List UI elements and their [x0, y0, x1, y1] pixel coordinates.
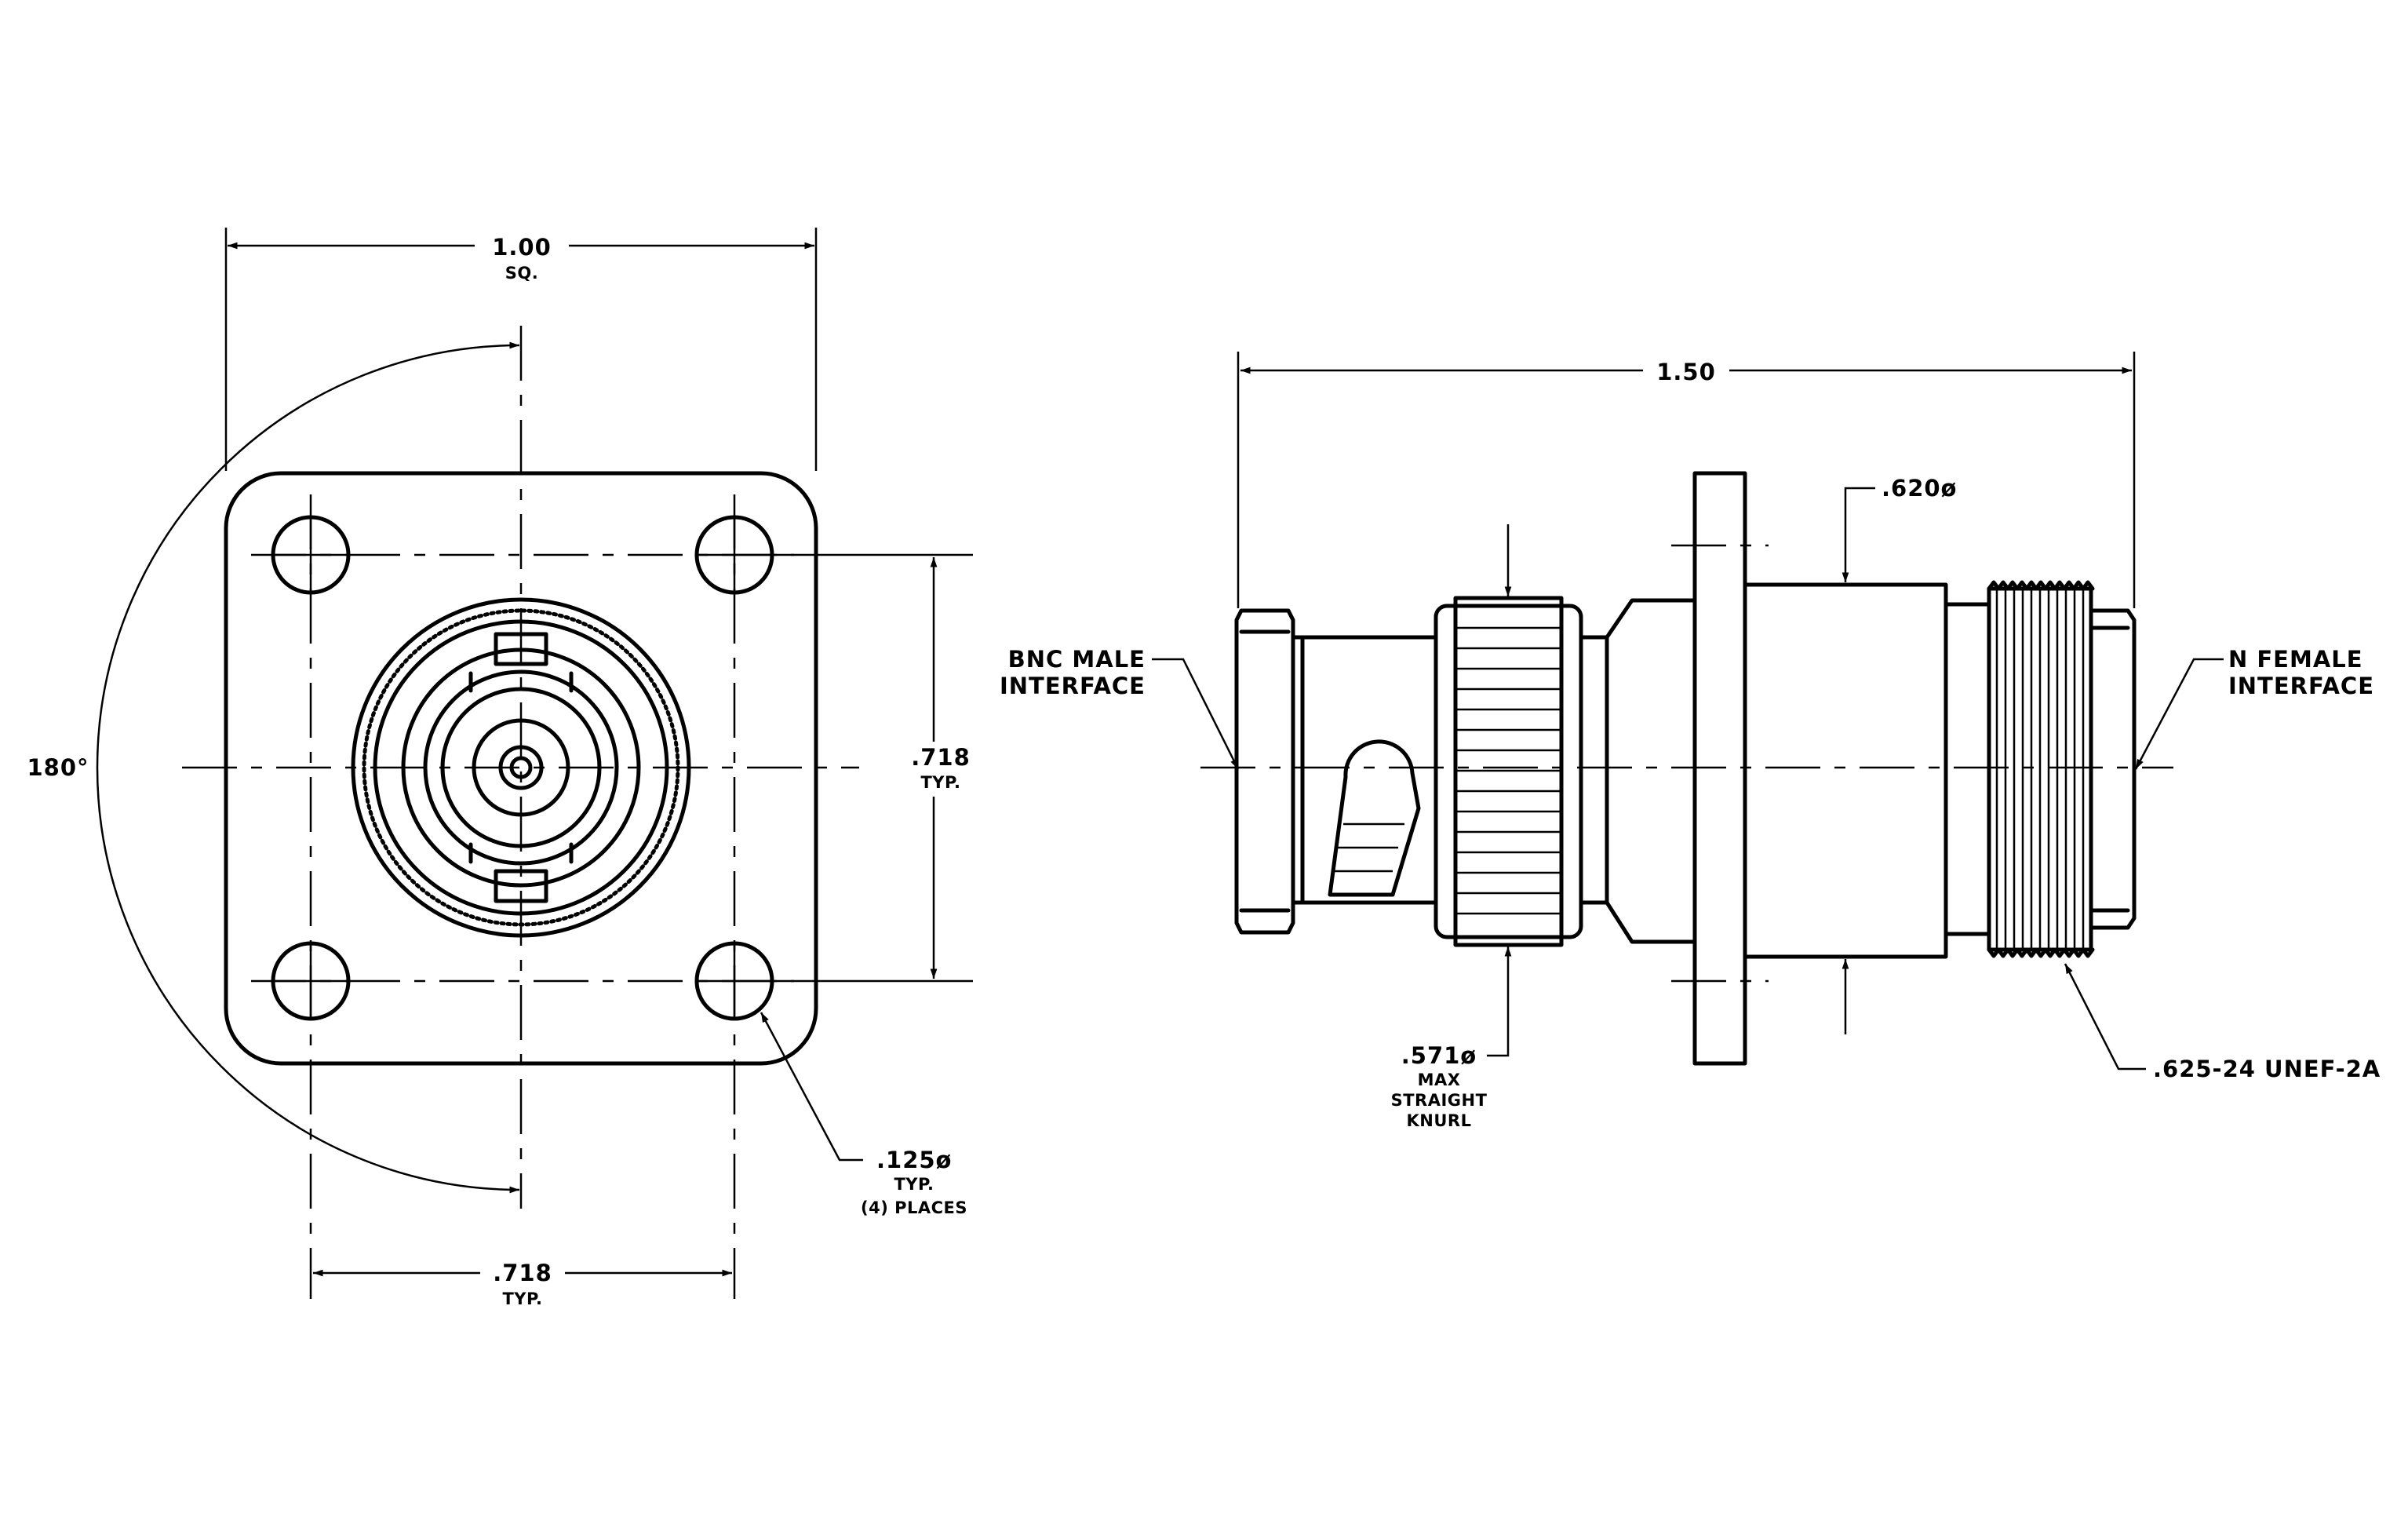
dim-width-note: SQ.	[505, 264, 538, 283]
knurl-note-straight: STRAIGHT	[1391, 1091, 1488, 1110]
dim-hole-horizontal-note: TYP.	[502, 1289, 542, 1308]
bnc-male-front	[1234, 608, 1295, 935]
knurled-coupling	[1434, 596, 1583, 947]
knurl-dia-label: .571ø	[1401, 1042, 1477, 1069]
front-view: 1.00 SQ. 180° .718 TYP. .718 TYP. .125ø …	[22, 228, 989, 1308]
thread-spec-label: .625-24 UNEF-2A	[2153, 1056, 2381, 1082]
dim-hole-vertical-note: TYP.	[920, 773, 960, 792]
dim-hole-horizontal-label: .718	[493, 1260, 552, 1286]
main-body	[1743, 582, 1948, 959]
leader-n-interface	[2134, 658, 2224, 770]
hole-dia-label: .125ø	[876, 1147, 952, 1173]
leader-thread-spec	[2064, 963, 2146, 1071]
dim-width-label: 1.00	[492, 234, 552, 261]
leader-knurl-dia	[1487, 947, 1512, 1057]
dim-length-label: 1.50	[1656, 359, 1716, 385]
leader-bnc-interface	[1152, 658, 1240, 770]
bnc-label-line1: BNC MALE	[1008, 646, 1146, 673]
n-label-line2: INTERFACE	[2228, 673, 2374, 699]
leader-body-dia	[1842, 487, 1875, 582]
body-dia-label: .620ø	[1882, 475, 1957, 502]
side-view: 1.50 .620ø .571ø MAX STRAIGHT KNURL BNC …	[1000, 352, 2381, 1130]
n-label-line1: N FEMALE	[2228, 646, 2363, 673]
transition-body	[1579, 598, 1697, 944]
knurl-note-max: MAX	[1418, 1071, 1461, 1089]
hole-dia-note-places: (4) PLACES	[861, 1198, 967, 1217]
n-female-front	[2089, 608, 2137, 930]
dim-hole-vertical-label: .718	[911, 744, 971, 771]
leader-hole-dia	[760, 1012, 863, 1162]
angle-label: 180°	[27, 754, 89, 781]
body-neck	[1944, 602, 1991, 936]
n-female-thread	[1987, 580, 2095, 958]
hole-dia-note-typ: TYP.	[894, 1175, 934, 1194]
knurl-note-knurl: KNURL	[1407, 1111, 1472, 1130]
angle-arc	[96, 341, 520, 1194]
bnc-label-line2: INTERFACE	[1000, 673, 1146, 699]
bayonet-slot	[1328, 739, 1421, 897]
